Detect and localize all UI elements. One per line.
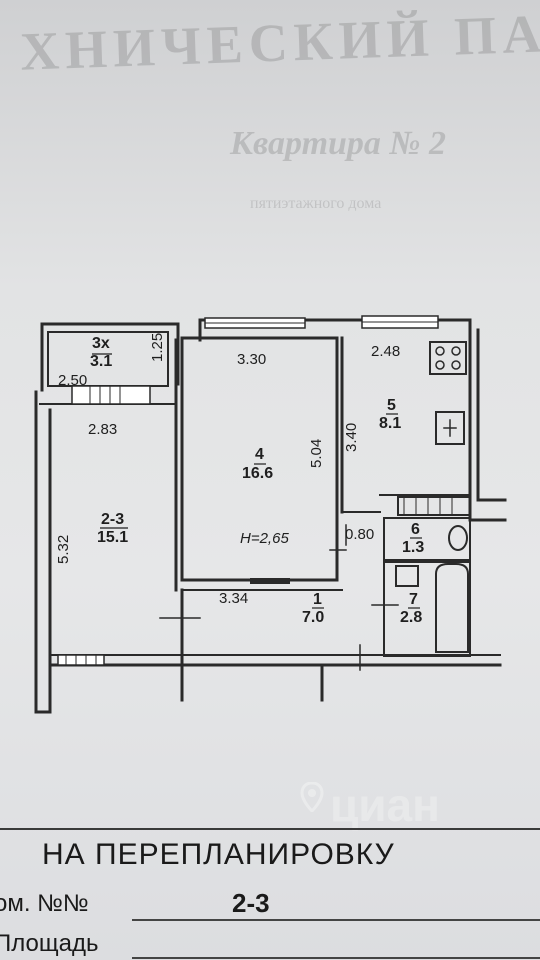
dim-kitchen-width: 2.48 [371, 343, 401, 360]
room-3x-area: 3.1 [90, 353, 113, 370]
room-4-number: 4 [255, 446, 264, 463]
room-1-area: 7.0 [302, 609, 325, 626]
room-6-number: 6 [411, 521, 420, 538]
room-7-number: 7 [409, 591, 418, 608]
dim-balcony-width: 2.50 [58, 372, 88, 389]
ceiling-height-label: H=2,65 [240, 530, 289, 547]
form-divider [0, 828, 540, 830]
dim-balcony-height: 1.25 [149, 332, 166, 362]
area-underline [132, 957, 540, 959]
watermark-text: циан [330, 779, 440, 831]
dim-kitchen-height: 3.40 [343, 422, 360, 452]
room-23-number: 2-3 [101, 511, 125, 528]
dim-corridor-width: 3.34 [219, 590, 249, 607]
area-label: Площадь [0, 930, 99, 957]
dim-room4-width: 3.30 [237, 351, 267, 368]
room-1-number: 1 [313, 591, 322, 608]
bleed-through-text: ХНИЧЕСКИЙ ПАСП Квартира № 2 пятиэтажного… [19, 0, 540, 212]
room-no-value: 2-3 [232, 888, 270, 918]
form-title: НА ПЕРЕПЛАНИРОВКУ [42, 838, 395, 871]
dim-bath-wall: 0.80 [345, 526, 375, 543]
dim-room23-height: 5.32 [55, 534, 72, 564]
room-no-label: ом. №№ [0, 890, 89, 917]
dim-room23-width: 2.83 [88, 421, 118, 438]
room-23-area: 15.1 [97, 529, 129, 546]
dim-room4-height: 5.04 [308, 438, 325, 468]
room-5-number: 5 [387, 397, 396, 414]
location-pin-icon [300, 782, 324, 812]
room-5-area: 8.1 [379, 415, 402, 432]
room-6-area: 1.3 [402, 539, 425, 556]
room-no-underline [132, 919, 540, 921]
room-3x-number: 3х [92, 335, 110, 352]
room-7-area: 2.8 [400, 609, 423, 626]
room-4-area: 16.6 [242, 465, 274, 482]
